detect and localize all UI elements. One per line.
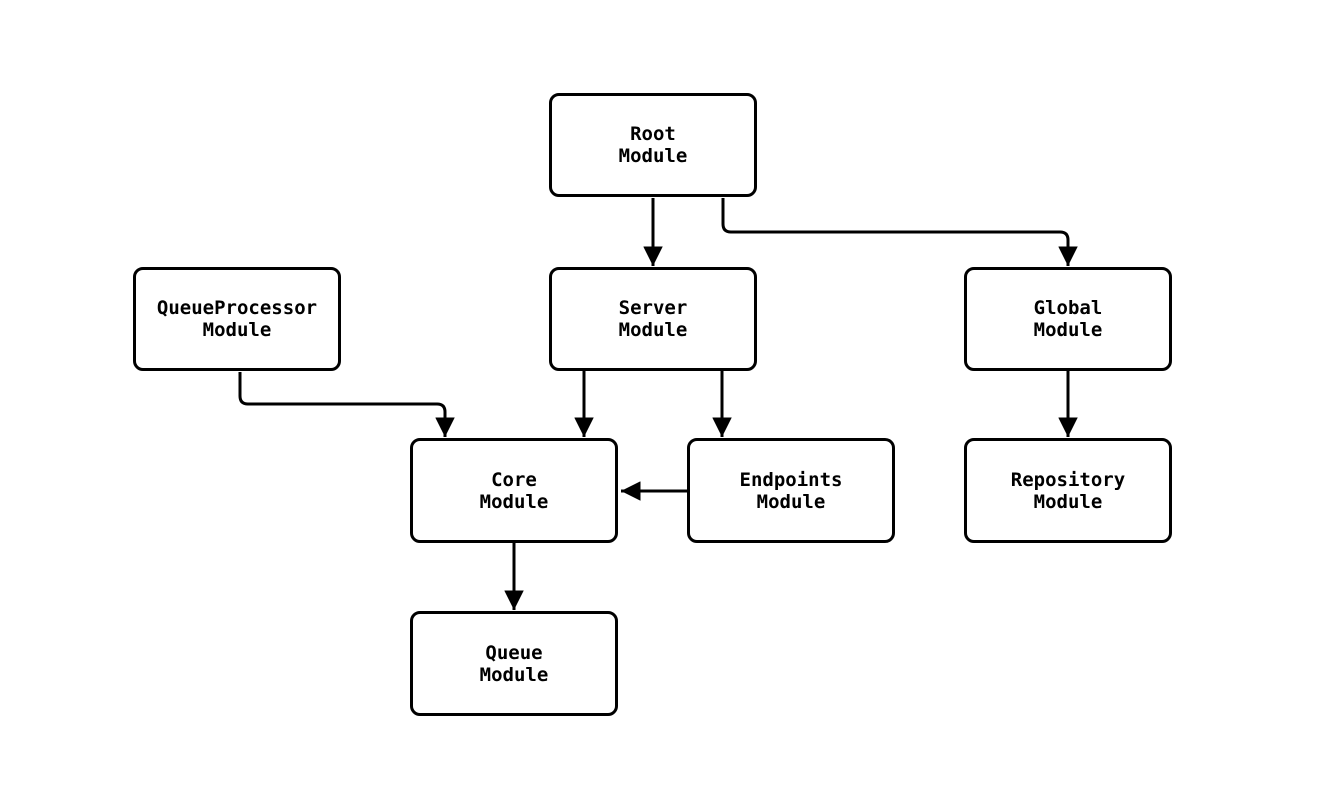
node-core-module: Core Module	[410, 438, 618, 543]
edge-root-to-global	[721, 198, 1078, 266]
node-queueprocessor-module: QueueProcessor Module	[133, 267, 341, 371]
node-queueprocessor-module-label: QueueProcessor Module	[156, 297, 318, 341]
node-repository-module: Repository Module	[964, 438, 1172, 543]
node-queue-module-label: Queue Module	[479, 641, 549, 686]
node-endpoints-module: Endpoints Module	[687, 438, 895, 543]
node-global-module: Global Module	[964, 267, 1172, 371]
node-global-module-label: Global Module	[1033, 297, 1103, 341]
node-root-module: Root Module	[549, 93, 757, 197]
node-repository-module-label: Repository Module	[1010, 468, 1126, 513]
node-queue-module: Queue Module	[410, 611, 618, 716]
node-root-module-label: Root Module	[618, 123, 688, 167]
node-server-module: Server Module	[549, 267, 757, 371]
node-core-module-label: Core Module	[479, 468, 549, 513]
edge-queueprocessor-to-core	[238, 372, 455, 437]
node-server-module-label: Server Module	[618, 297, 688, 341]
node-endpoints-module-label: Endpoints Module	[739, 468, 843, 513]
